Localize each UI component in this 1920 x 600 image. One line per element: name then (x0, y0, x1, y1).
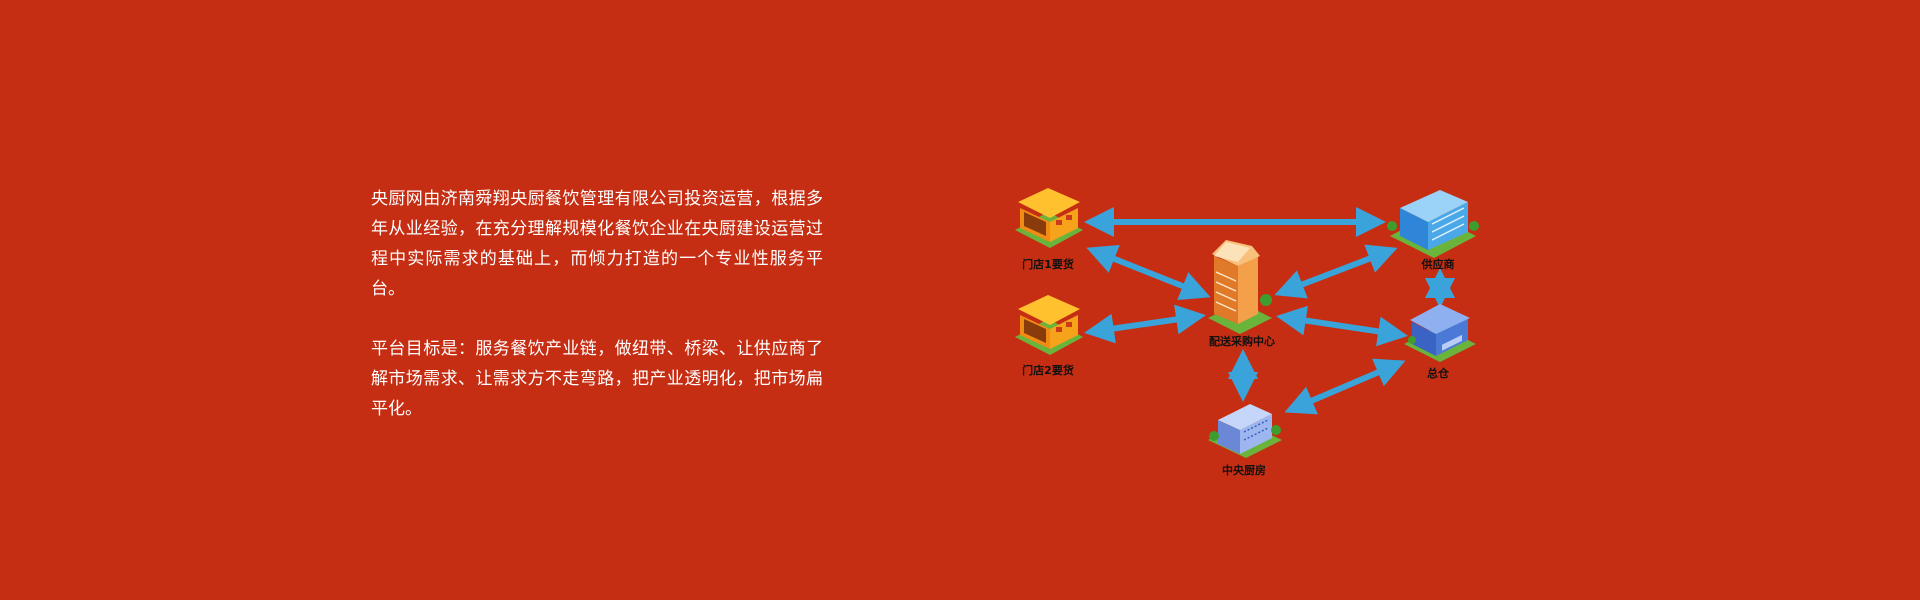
arrow-center-warehouse (1276, 305, 1408, 347)
arrow-store2-center (1084, 304, 1206, 344)
store-icon (1015, 295, 1083, 355)
node-store1: 门店1要货 (1015, 188, 1083, 271)
node-center: 配送采购中心 (1208, 240, 1275, 348)
warehouse-icon (1404, 304, 1476, 362)
node-label-store1: 门店1要货 (1022, 257, 1074, 271)
factory-building-icon (1208, 404, 1282, 458)
arrow-kitchen-warehouse (1284, 358, 1406, 415)
node-warehouse: 总仓 (1404, 304, 1476, 380)
intro-paragraph-2: 平台目标是：服务餐饮产业链，做纽带、桥梁、让供应商了解市场需求、让需求方不走弯路… (371, 339, 823, 419)
node-label-center: 配送采购中心 (1209, 334, 1275, 348)
flow-arrows (1084, 207, 1455, 415)
intro-paragraph-1: 央厨网由济南舜翔央厨餐饮管理有限公司投资运营，根据多年从业经验，在充分理解规模化… (371, 189, 823, 299)
intro-text: 央厨网由济南舜翔央厨餐饮管理有限公司投资运营，根据多年从业经验，在充分理解规模化… (371, 184, 823, 454)
office-building-icon (1387, 190, 1479, 258)
node-label-store2: 门店2要货 (1022, 363, 1074, 377)
node-store2: 门店2要货 (1015, 295, 1083, 377)
tower-building-icon (1208, 240, 1272, 334)
node-supplier: 供应商 (1387, 190, 1479, 271)
arrow-store1-center (1086, 244, 1211, 301)
node-kitchen: 中央厨房 (1208, 404, 1282, 477)
arrow-supplier-center (1274, 244, 1398, 299)
node-label-kitchen: 中央厨房 (1222, 463, 1266, 477)
node-label-warehouse: 总仓 (1427, 366, 1450, 380)
store-icon (1015, 188, 1083, 248)
node-label-supplier: 供应商 (1421, 257, 1455, 271)
